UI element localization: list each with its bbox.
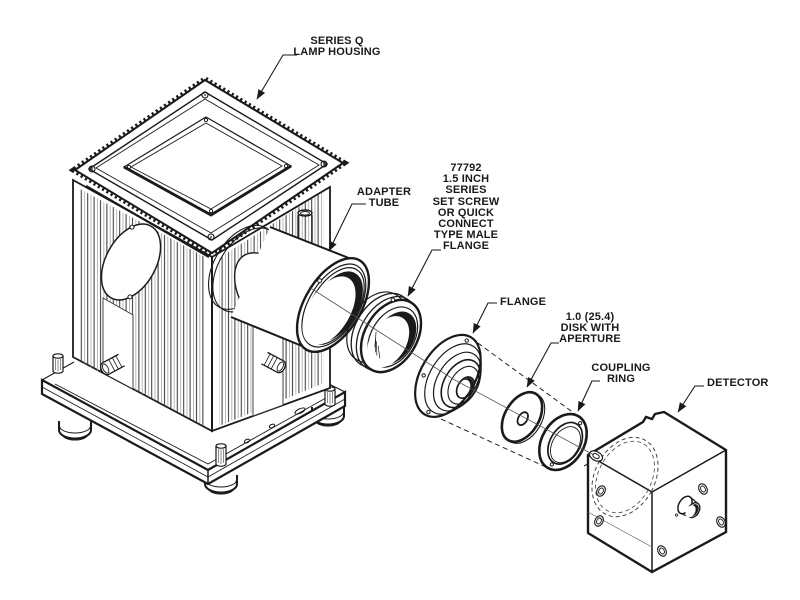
label-adapter-tube: ADAPTER TUBE — [356, 186, 412, 210]
base-foot — [58, 421, 92, 441]
leader-lines — [256, 54, 704, 413]
label-male-flange: 77792 1.5 INCH SERIES SET SCREW OR QUICK… — [432, 162, 500, 253]
housing-top-plate — [68, 75, 350, 258]
leader-male-flange — [407, 249, 441, 297]
detector-bore-hidden — [591, 436, 659, 518]
coupling-ring-part — [537, 412, 589, 472]
leader-detector — [677, 385, 704, 413]
leader-flange — [472, 302, 497, 334]
optical-axis-line — [308, 286, 595, 456]
label-coupling-ring: COUPLING RING — [591, 362, 651, 386]
detector-connector — [674, 495, 701, 519]
leader-aperture-disk — [526, 342, 559, 388]
leader-coupling-ring — [577, 380, 600, 412]
housing-base-plate — [40, 347, 347, 495]
left-port-opening — [100, 223, 162, 301]
label-detector: DETECTOR — [707, 377, 769, 389]
label-lamp-housing: SERIES Q LAMP HOUSING — [293, 35, 381, 59]
thumbscrew-right — [261, 351, 287, 374]
male-flange-part — [346, 291, 423, 374]
label-flange: FLANGE — [500, 296, 547, 308]
leader-lamp-housing — [256, 54, 297, 100]
thumbscrew-left — [99, 353, 125, 376]
base-stud — [215, 443, 227, 467]
adapter-tube-part — [208, 209, 371, 354]
label-aperture-disk: 1.0 (25.4) DISK WITH APERTURE — [559, 311, 621, 346]
base-stud — [52, 353, 64, 374]
leader-adapter-tube — [328, 203, 366, 252]
detector-part — [586, 410, 728, 574]
